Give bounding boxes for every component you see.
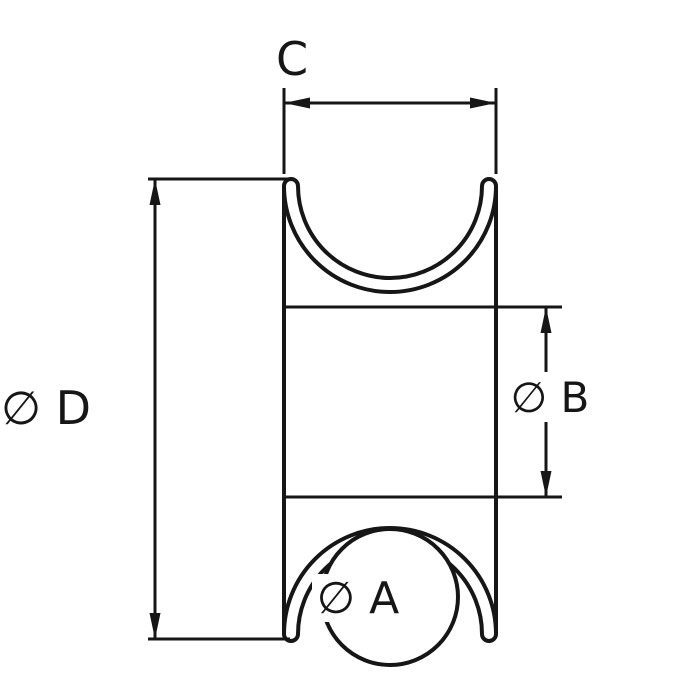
dimension-a: ∅ A [312, 573, 406, 624]
dimension-b: ∅ B [506, 307, 594, 497]
d-arrowhead-top [149, 179, 161, 205]
part-bottom-groove-outline [282, 526, 498, 643]
dim-a-label-background [312, 574, 406, 622]
b-arrowhead-bottom [540, 471, 552, 497]
dim-c-label: C [276, 32, 308, 86]
dim-a-label: ∅ A [317, 573, 399, 624]
part-top-groove-outline [282, 177, 498, 294]
c-arrowhead-right [470, 97, 496, 109]
d-arrowhead-bottom [149, 613, 161, 639]
dimension-c: C [276, 32, 498, 174]
dim-d-label: ∅ D [1, 381, 91, 435]
b-arrowhead-top [540, 307, 552, 333]
dim-b-label-background [506, 372, 594, 422]
dim-b-label: ∅ B [511, 373, 590, 422]
c-arrowhead-left [284, 97, 310, 109]
dimension-d: ∅ D [1, 177, 290, 641]
